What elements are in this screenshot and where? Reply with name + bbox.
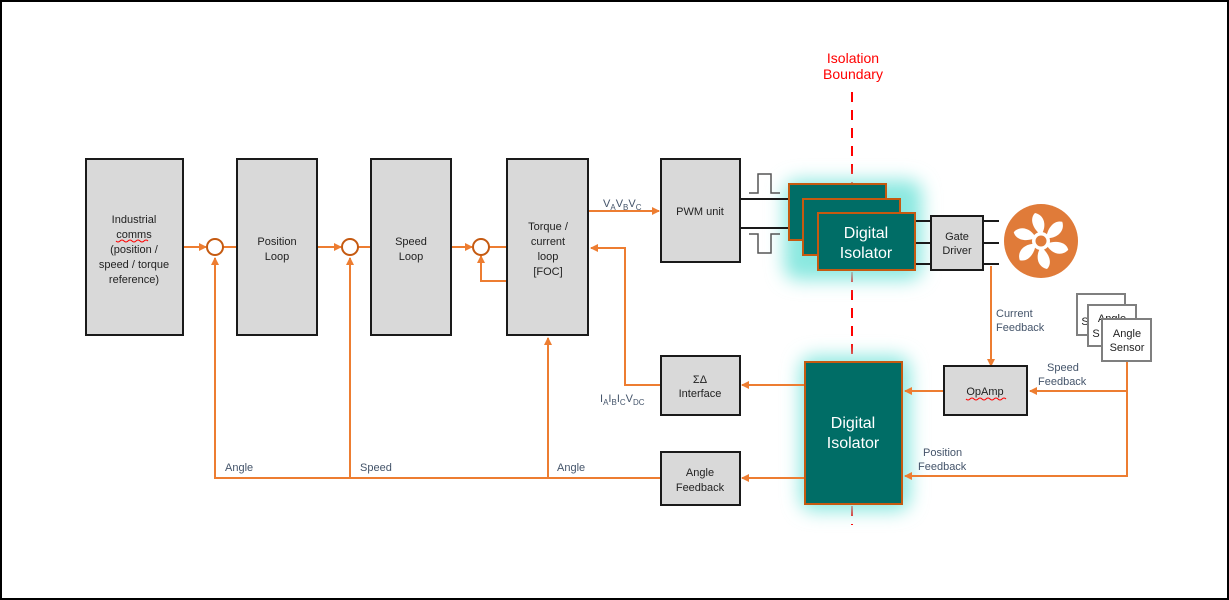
block-label: comms [116, 229, 152, 241]
block-position-loop[interactable]: Position Loop [236, 158, 318, 336]
label-current-feedback-1: Current [996, 308, 1033, 320]
block-label: (position / [110, 244, 159, 256]
block-angle-feedback[interactable]: Angle Feedback [660, 451, 741, 506]
block-opamp[interactable]: OpAmp [943, 365, 1028, 416]
sensor-label: Angle [1113, 328, 1141, 340]
digital-isolator-stack-top[interactable]: Digital Isolator [788, 183, 916, 271]
spellcheck-squiggle [965, 397, 1007, 401]
angle-sensor-stack[interactable]: S Angle S Angle Sensor [1076, 293, 1152, 362]
summing-junction-torque [472, 238, 490, 256]
wire-position-feedback [904, 362, 1128, 480]
motor-fan-icon [1004, 204, 1078, 278]
boundary-label-line1: Isolation [827, 50, 879, 66]
block-label: Position [257, 236, 296, 248]
label-iabc-vdc: IAIBICVDC [600, 393, 645, 407]
wire-torque-inner-feedback [477, 255, 507, 282]
pulse-low-icon [749, 233, 780, 254]
block-label: PWM unit [676, 206, 724, 218]
isolator-label: Digital [831, 415, 875, 432]
block-label: Loop [265, 251, 289, 263]
label-current-feedback-2: Feedback [996, 322, 1045, 334]
pulse-high-icon [749, 173, 780, 194]
label-speed-feedback-2: Feedback [1038, 376, 1087, 388]
block-label: Industrial [112, 214, 157, 226]
label-angle-2: Angle [557, 462, 585, 474]
digital-isolator-bottom[interactable]: Digital Isolator [804, 361, 903, 505]
block-label: Speed [395, 236, 427, 248]
sensor-partial-label: S [1092, 328, 1099, 340]
block-label: Angle [686, 467, 714, 479]
block-pwm-unit[interactable]: PWM unit [660, 158, 741, 263]
label-position-feedback-1: Position [923, 447, 962, 459]
sensor-partial-label: S [1081, 316, 1088, 328]
label-speed-feedback-1: Speed [1047, 362, 1079, 374]
block-label: OpAmp [966, 386, 1003, 398]
block-label: ΣΔ [693, 374, 708, 386]
block-industrial-comms[interactable]: Industrial comms (position / speed / tor… [85, 158, 184, 336]
block-label: speed / torque [99, 259, 169, 271]
label-angle-1: Angle [225, 462, 253, 474]
label-position-feedback-2: Feedback [918, 461, 967, 473]
isolator-label: Isolator [827, 435, 880, 452]
wire-sigmadelta-to-torque [590, 244, 661, 386]
signal-wires [183, 207, 1128, 482]
block-label: Torque / [528, 221, 569, 233]
block-label: Gate [945, 231, 969, 243]
sensor-label: Sensor [1110, 342, 1145, 354]
pwm-wires [740, 173, 999, 265]
block-label: loop [538, 251, 559, 263]
summing-junction-position [206, 238, 224, 256]
block-label: reference) [109, 274, 159, 286]
label-vabc: VAVBVC [603, 198, 642, 212]
block-label: Loop [399, 251, 423, 263]
summing-junction-speed [341, 238, 359, 256]
boundary-label-line2: Boundary [823, 66, 883, 82]
block-label: current [531, 236, 565, 248]
block-speed-loop[interactable]: Speed Loop [370, 158, 452, 336]
block-label: Driver [942, 245, 972, 257]
block-label: Feedback [676, 482, 725, 494]
isolator-label: Digital [844, 225, 888, 242]
isolator-label: Isolator [840, 245, 893, 262]
spellcheck-squiggle [115, 239, 149, 243]
block-torque-current-loop[interactable]: Torque / current loop [FOC] [506, 158, 589, 336]
block-label: [FOC] [533, 266, 562, 278]
block-sigma-delta-interface[interactable]: ΣΔ Interface [660, 355, 741, 416]
label-speed: Speed [360, 462, 392, 474]
block-gate-driver[interactable]: Gate Driver [930, 215, 984, 271]
block-label: Interface [679, 388, 722, 400]
wire-angle-feedback-bus [211, 257, 661, 479]
